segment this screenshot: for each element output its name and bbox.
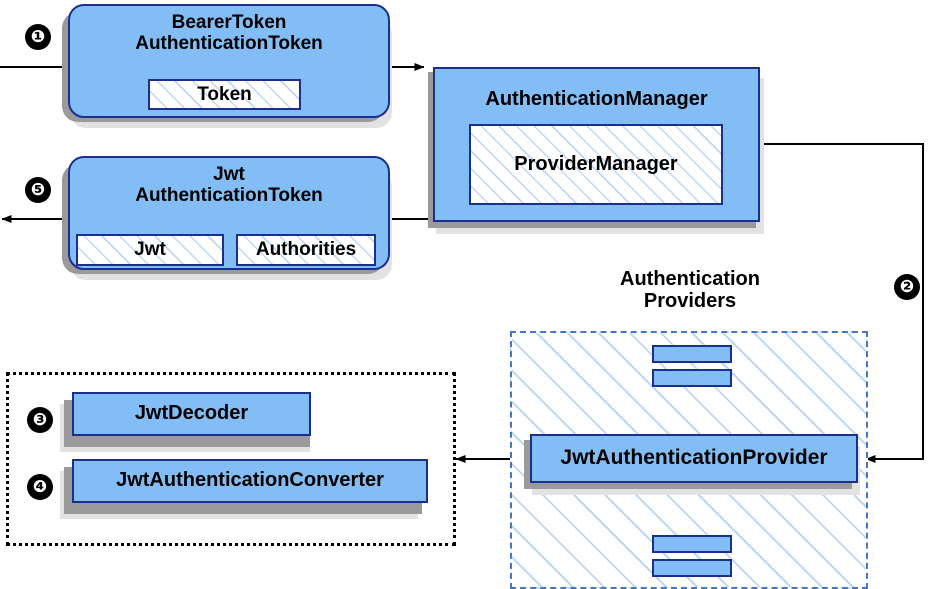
jwt-decoder-label: JwtDecoder — [134, 402, 249, 425]
step-badge-2: ❷ — [894, 274, 920, 300]
step-badge-5: ❺ — [25, 177, 51, 203]
authentication-manager-label: AuthenticationManager — [485, 88, 708, 110]
partial-provider-bar-3[interactable] — [652, 535, 732, 553]
authentication-providers-caption-line2: Providers — [643, 290, 737, 313]
jwt-token-title-line2: AuthenticationToken — [135, 184, 323, 206]
partial-provider-bar-1[interactable] — [652, 345, 732, 363]
node-jwt-authentication-converter[interactable]: JwtAuthenticationConverter — [72, 459, 428, 503]
authentication-providers-caption-line1: Authentication — [620, 268, 760, 290]
jwt-token-inner-jwt-label: Jwt — [134, 239, 166, 260]
auth-manager-inner-provider-manager: ProviderManager — [469, 124, 723, 205]
jwt-token-inner-authorities-label: Authorities — [255, 239, 357, 260]
authentication-providers-caption: Authentication Providers — [570, 268, 810, 313]
jwt-authentication-provider-label: JwtAuthenticationProvider — [560, 446, 828, 470]
step-badge-1: ❶ — [25, 24, 51, 50]
partial-provider-bar-4[interactable] — [652, 559, 732, 577]
jwt-token-title-line1: Jwt — [213, 164, 245, 185]
jwt-authentication-converter-label: JwtAuthenticationConverter — [116, 469, 384, 492]
bearer-token-title-line2: AuthenticationToken — [135, 32, 323, 54]
jwt-support-components-region — [6, 372, 456, 546]
jwt-token-inner-jwt: Jwt — [76, 234, 224, 266]
node-jwt-authentication-provider[interactable]: JwtAuthenticationProvider — [530, 434, 858, 483]
node-jwt-decoder[interactable]: JwtDecoder — [72, 392, 311, 436]
step-badge-3: ❸ — [27, 407, 53, 433]
step-badge-4: ❹ — [27, 474, 53, 500]
bearer-token-inner-token: Token — [148, 79, 301, 110]
bearer-token-title-line1: BearerToken — [171, 12, 287, 33]
provider-manager-label: ProviderManager — [514, 153, 678, 175]
jwt-token-inner-authorities: Authorities — [236, 234, 376, 266]
bearer-token-inner-token-label: Token — [197, 83, 252, 105]
partial-provider-bar-2[interactable] — [652, 369, 732, 387]
